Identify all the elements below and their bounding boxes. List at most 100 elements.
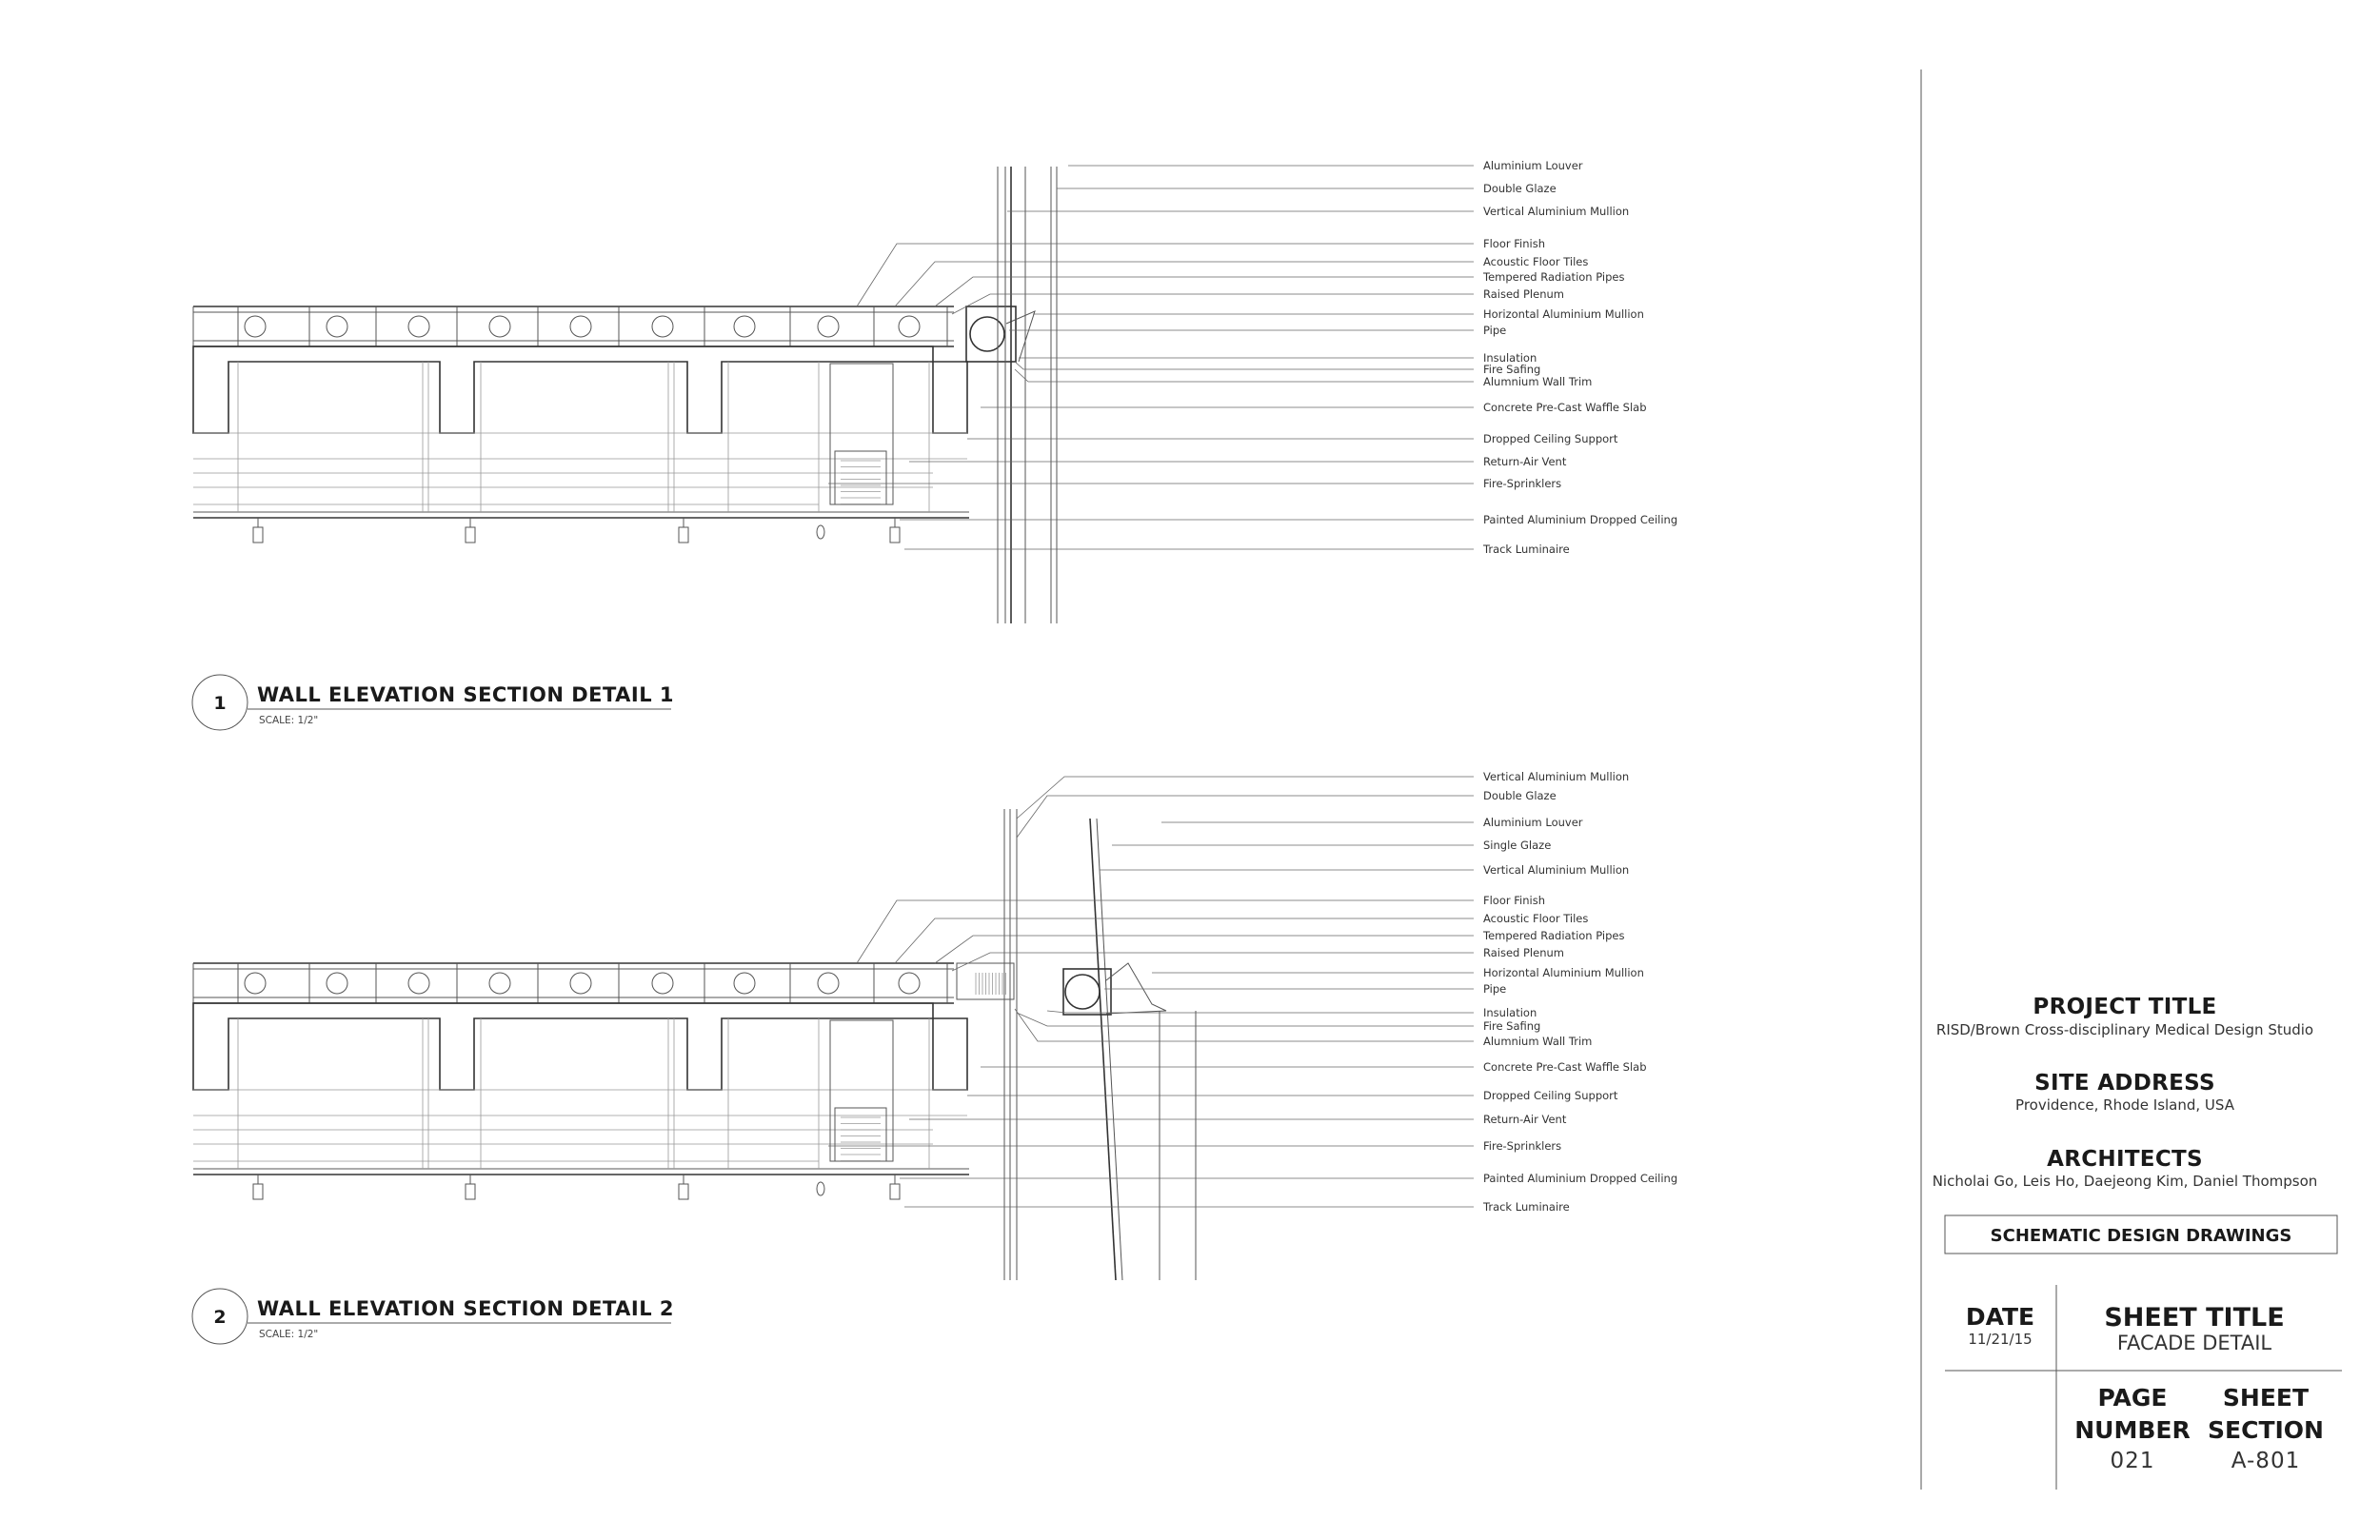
detail-title-text-2: WALL ELEVATION SECTION DETAIL 2 bbox=[257, 1297, 674, 1320]
callout-leader bbox=[1016, 1012, 1474, 1027]
callout-label: Fire Safing bbox=[1483, 1019, 1540, 1033]
callout-leader bbox=[856, 899, 1474, 964]
callout-label: Concrete Pre-Cast Waffle Slab bbox=[1483, 401, 1647, 414]
return-air-vent bbox=[834, 1107, 887, 1162]
radiation-pipe bbox=[569, 972, 592, 995]
radiation-pipe bbox=[733, 315, 756, 338]
callout-label: Return-Air Vent bbox=[1483, 455, 1567, 468]
callout-leader bbox=[934, 935, 1474, 964]
radiation-pipe bbox=[326, 972, 348, 995]
dropped-ceiling bbox=[193, 1018, 969, 1175]
date-label: DATE bbox=[1966, 1303, 2034, 1331]
radiation-pipe bbox=[817, 315, 840, 338]
callout-leader bbox=[951, 952, 1474, 972]
facade-mullions bbox=[956, 809, 1197, 1281]
callout-label: Vertical Aluminium Mullion bbox=[1483, 770, 1629, 783]
callout-leader bbox=[1016, 795, 1474, 839]
detail-number-2: 2 bbox=[213, 1307, 226, 1328]
fire-sprinkler bbox=[816, 524, 825, 540]
callout-label: Insulation bbox=[1483, 351, 1537, 365]
detail-title-2: 2 WALL ELEVATION SECTION DETAIL 2 SCALE:… bbox=[191, 1288, 674, 1345]
callout-label: Track Luminaire bbox=[1482, 543, 1570, 556]
track-luminaire bbox=[889, 526, 901, 543]
sheet-title: FACADE DETAIL bbox=[2117, 1332, 2271, 1354]
sheet-section: A-801 bbox=[2231, 1449, 2300, 1473]
track-luminaire bbox=[465, 526, 476, 543]
callout-label: Acoustic Floor Tiles bbox=[1483, 912, 1588, 925]
track-luminaire bbox=[678, 526, 689, 543]
radiation-pipe bbox=[407, 315, 430, 338]
radiation-pipes bbox=[244, 972, 921, 995]
radiation-pipe bbox=[898, 972, 921, 995]
sheet-section-label-2: SECTION bbox=[2208, 1416, 2324, 1444]
callout-leader bbox=[951, 293, 1474, 315]
track-luminaires bbox=[252, 518, 901, 543]
callout-label: Vertical Aluminium Mullion bbox=[1483, 205, 1629, 218]
radiation-pipes bbox=[244, 315, 921, 338]
detail-scale-1: SCALE: 1/2" bbox=[259, 715, 318, 726]
radiation-pipe bbox=[651, 315, 674, 338]
site-address-label: SITE ADDRESS bbox=[2034, 1071, 2215, 1096]
waffle-slab bbox=[192, 1002, 968, 1091]
callout-label: Fire-Sprinklers bbox=[1483, 477, 1561, 490]
sheet-title-label: SHEET TITLE bbox=[2104, 1303, 2284, 1333]
callout-label: Pipe bbox=[1483, 324, 1506, 337]
detail-title-text-1: WALL ELEVATION SECTION DETAIL 1 bbox=[257, 683, 674, 706]
date-value: 11/21/15 bbox=[1968, 1331, 2032, 1348]
callout-label: Fire-Sprinklers bbox=[1483, 1139, 1561, 1153]
callout-label: Return-Air Vent bbox=[1483, 1113, 1567, 1126]
callout-label: Alumnium Wall Trim bbox=[1483, 1035, 1592, 1048]
radiation-pipe bbox=[733, 972, 756, 995]
callout-label: Pipe bbox=[1483, 982, 1506, 996]
callout-label: Alumnium Wall Trim bbox=[1483, 375, 1592, 388]
callout-label: Painted Aluminium Dropped Ceiling bbox=[1483, 1172, 1677, 1185]
track-luminaires bbox=[252, 1175, 901, 1200]
radiation-pipe bbox=[488, 315, 511, 338]
callout-leader bbox=[1014, 361, 1474, 370]
radiation-pipe bbox=[488, 972, 511, 995]
track-luminaire bbox=[465, 1183, 476, 1200]
callout-leaders-1 bbox=[828, 165, 1474, 550]
callout-label: Concrete Pre-Cast Waffle Slab bbox=[1483, 1060, 1647, 1074]
radiation-pipe bbox=[817, 972, 840, 995]
callout-leader bbox=[1046, 1010, 1474, 1014]
raised-floor-plenum bbox=[192, 306, 954, 347]
waffle-slab bbox=[192, 346, 968, 434]
callout-leader bbox=[1014, 368, 1474, 383]
return-air-vent bbox=[834, 450, 887, 505]
architects: Nicholai Go, Leis Ho, Daejeong Kim, Dani… bbox=[1933, 1173, 2318, 1190]
radiation-pipe bbox=[244, 315, 267, 338]
radiation-pipe bbox=[651, 972, 674, 995]
callout-label: Raised Plenum bbox=[1483, 287, 1564, 301]
page-number-label-2: NUMBER bbox=[2074, 1416, 2190, 1444]
callout-label: Aluminium Louver bbox=[1483, 159, 1583, 172]
callout-label: Double Glaze bbox=[1483, 789, 1557, 802]
schematic-banner: SCHEMATIC DESIGN DRAWINGS bbox=[1991, 1226, 2292, 1246]
callout-leaders-2 bbox=[828, 776, 1474, 1208]
callout-label: Track Luminaire bbox=[1482, 1200, 1570, 1214]
schematic-banner-box bbox=[1944, 1214, 2338, 1254]
site-address: Providence, Rhode Island, USA bbox=[2015, 1096, 2235, 1114]
callout-label: Tempered Radiation Pipes bbox=[1482, 929, 1624, 942]
callout-leader bbox=[856, 243, 1474, 307]
callout-label: Aluminium Louver bbox=[1483, 816, 1583, 829]
sheet-section-label-1: SHEET bbox=[2223, 1384, 2309, 1412]
detail-number-1: 1 bbox=[213, 693, 226, 714]
callout-label: Raised Plenum bbox=[1483, 946, 1564, 959]
callout-label: Floor Finish bbox=[1483, 894, 1545, 907]
page-number-label-1: PAGE bbox=[2098, 1384, 2168, 1412]
fire-sprinkler bbox=[816, 1181, 825, 1196]
page-number: 021 bbox=[2111, 1449, 2155, 1473]
track-luminaire bbox=[678, 1183, 689, 1200]
callout-leader bbox=[934, 276, 1474, 307]
dropped-ceiling bbox=[193, 362, 969, 519]
architects-label: ARCHITECTS bbox=[2047, 1147, 2203, 1172]
callout-label: Dropped Ceiling Support bbox=[1483, 1089, 1618, 1102]
track-luminaire bbox=[252, 1183, 264, 1200]
track-luminaire bbox=[252, 526, 264, 543]
project-title: RISD/Brown Cross-disciplinary Medical De… bbox=[1936, 1021, 2313, 1038]
